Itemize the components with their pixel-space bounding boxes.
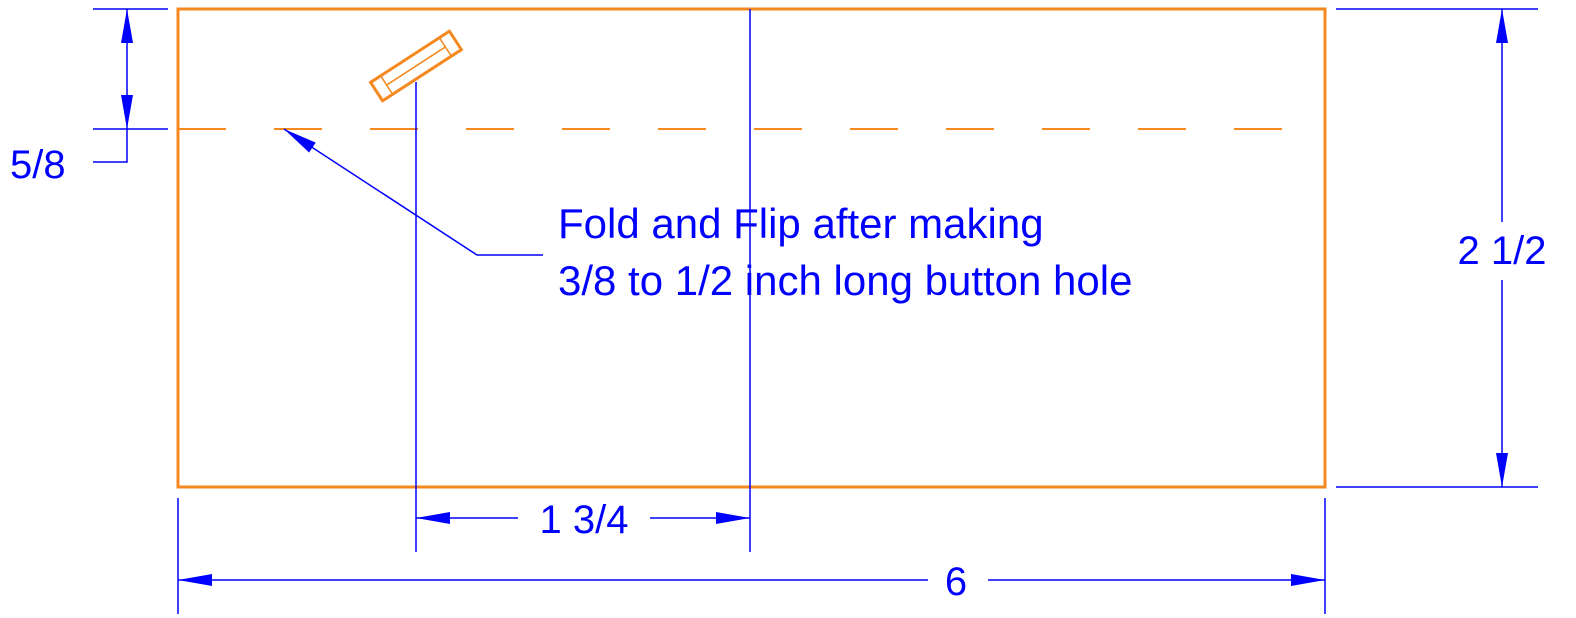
fold-offset-dimension: 5/8 — [10, 8, 168, 187]
fold-note-line-2: 3/8 to 1/2 inch long button hole — [558, 257, 1132, 304]
height-dimension: 2 1/2 — [1336, 8, 1566, 488]
width-dimension: 6 — [177, 498, 1326, 614]
pattern-outline — [176, 7, 1327, 489]
buttonhole-offset-dimension: 1 3/4 — [416, 492, 750, 544]
fold-offset-label: 5/8 — [10, 143, 66, 187]
width-label: 6 — [945, 560, 967, 604]
fold-note-line-1: Fold and Flip after making — [558, 200, 1044, 247]
buttonhole-offset-label: 1 3/4 — [540, 498, 629, 542]
buttonhole — [368, 29, 464, 103]
fold-note-leader — [283, 128, 543, 256]
height-label: 2 1/2 — [1458, 229, 1547, 273]
